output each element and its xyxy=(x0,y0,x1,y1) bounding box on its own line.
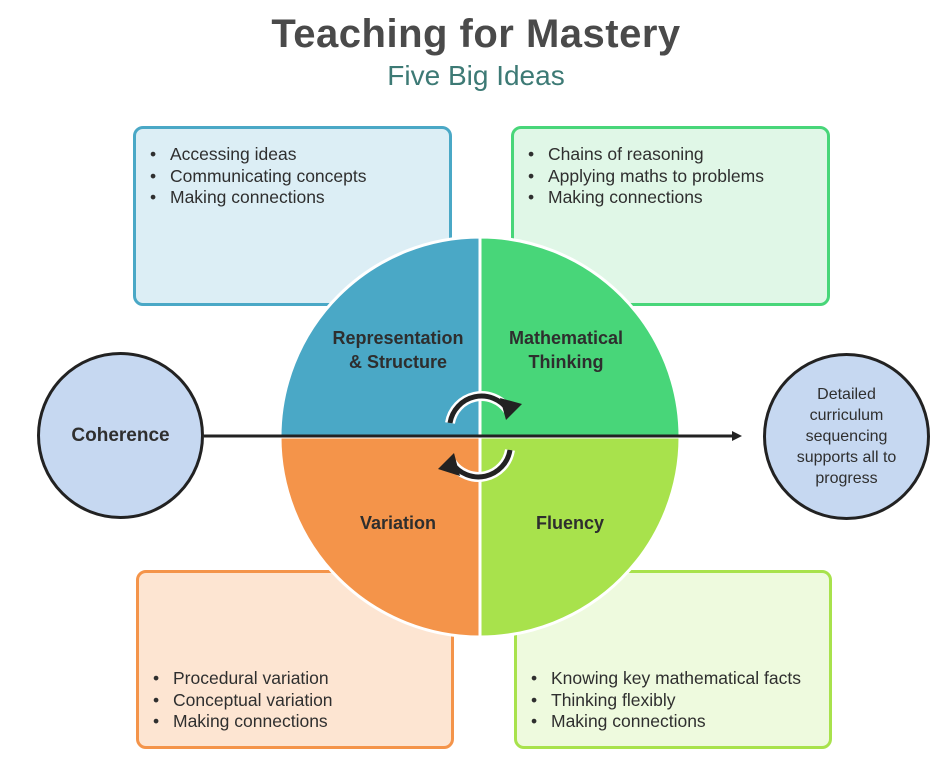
list-item: Conceptual variation xyxy=(153,690,451,712)
thinking-box: Chains of reasoning Applying maths to pr… xyxy=(511,126,830,306)
curriculum-circle: Detailed curriculum sequencing supports … xyxy=(763,353,930,520)
list-item: Accessing ideas xyxy=(150,144,449,166)
fluency-quadrant xyxy=(478,435,682,639)
cycle-arrows-icon xyxy=(438,391,522,482)
curriculum-text: Detailed curriculum sequencing supports … xyxy=(796,386,897,487)
fluency-bullet-list: Knowing key mathematical facts Thinking … xyxy=(517,668,829,733)
list-item: Making connections xyxy=(150,187,449,209)
thinking-quadrant xyxy=(478,235,682,439)
list-item: Procedural variation xyxy=(153,668,451,690)
thinking-label: Mathematical Thinking xyxy=(482,326,650,374)
coherence-circle: Coherence xyxy=(37,352,204,519)
thinking-bullet-list: Chains of reasoning Applying maths to pr… xyxy=(514,144,827,209)
mastery-circle xyxy=(278,235,682,639)
page-title: Teaching for Mastery xyxy=(271,12,681,56)
list-item: Knowing key mathematical facts xyxy=(531,668,829,690)
representation-bullet-list: Accessing ideas Communicating concepts M… xyxy=(136,144,449,209)
page-subtitle: Five Big Ideas xyxy=(387,60,565,91)
coherence-label: Coherence xyxy=(71,424,170,446)
representation-label-line2: & Structure xyxy=(348,352,447,372)
fluency-label: Fluency xyxy=(535,513,605,533)
representation-quadrant xyxy=(278,235,482,439)
variation-quadrant xyxy=(278,435,482,639)
representation-label-line1: Representation xyxy=(332,328,464,348)
variation-bullet-list: Procedural variation Conceptual variatio… xyxy=(139,668,451,733)
list-item: Applying maths to problems xyxy=(528,166,827,188)
variation-label: Variation xyxy=(359,513,437,533)
list-item: Thinking flexibly xyxy=(531,690,829,712)
list-item: Chains of reasoning xyxy=(528,144,827,166)
list-item: Making connections xyxy=(153,711,451,733)
representation-label: Representation & Structure xyxy=(314,326,482,374)
thinking-label-line1: Mathematical xyxy=(508,328,624,348)
list-item: Communicating concepts xyxy=(150,166,449,188)
thinking-label-line2: Thinking xyxy=(528,352,604,372)
list-item: Making connections xyxy=(528,187,827,209)
list-item: Making connections xyxy=(531,711,829,733)
